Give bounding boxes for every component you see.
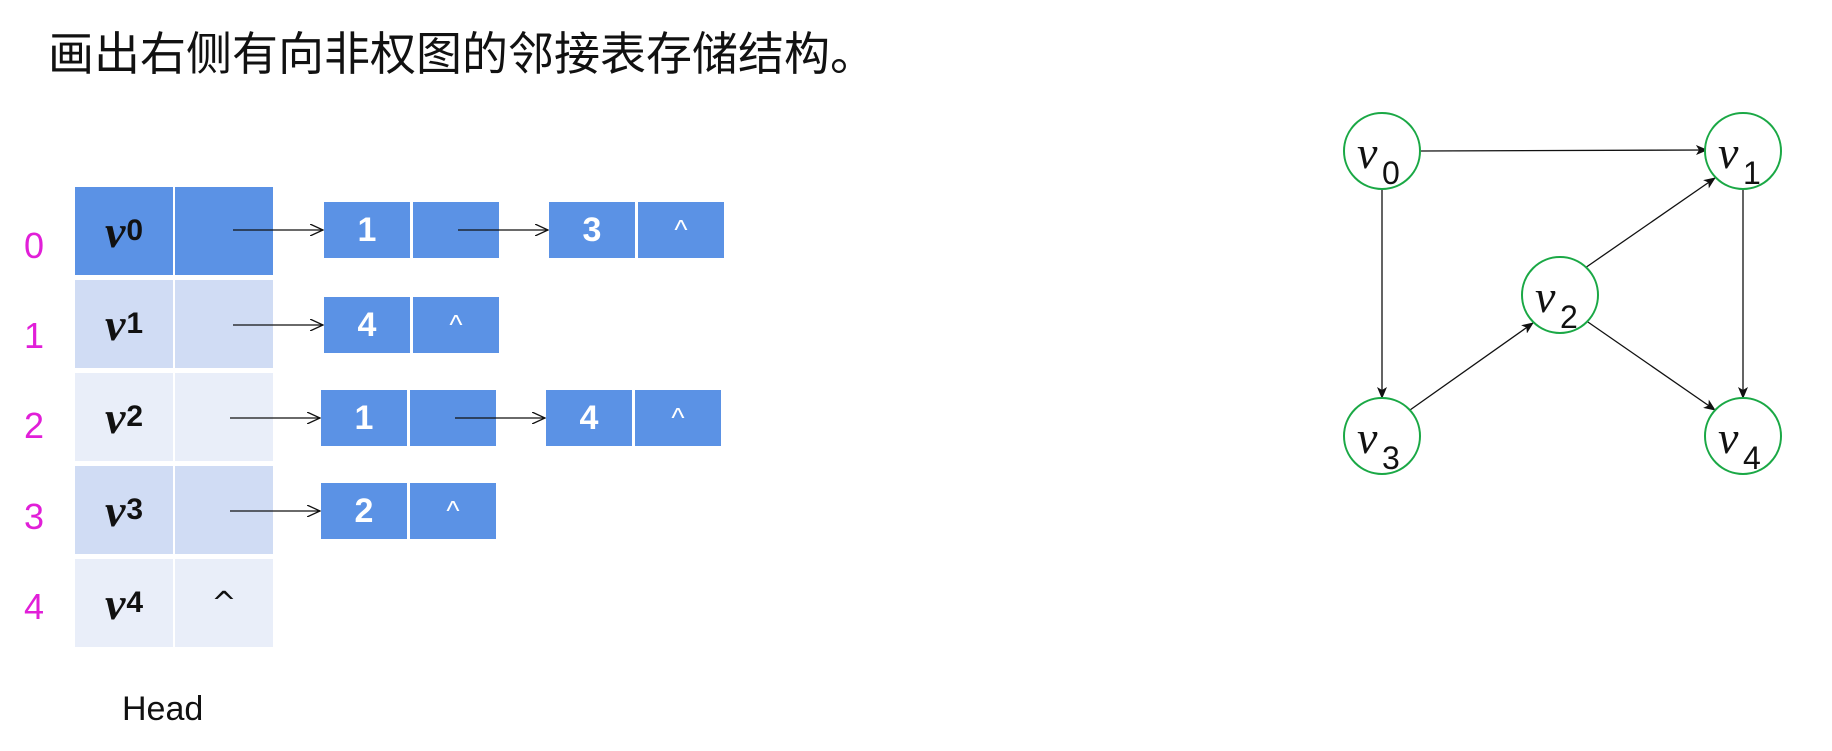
adj-node-2-0: 1 [321, 390, 407, 446]
edge-v2-v4 [1584, 319, 1716, 411]
svg-text:4: 4 [1743, 440, 1761, 476]
adj-node-2-1: 4 [546, 390, 632, 446]
adj-node-3-0-null: ^ [410, 483, 496, 539]
edge-v3-v2 [1409, 322, 1534, 411]
adj-node-1-0: 4 [324, 297, 410, 353]
head-pointer-0 [175, 187, 273, 275]
adj-node-0-1-null: ^ [638, 202, 724, 258]
svg-text:v: v [1718, 127, 1739, 178]
adj-node-0-0: 1 [324, 202, 410, 258]
edge-v0-v1 [1420, 145, 1708, 156]
index-label-1: 1 [23, 315, 45, 356]
page-title: 画出右侧有向非权图的邻接表存储结构。 [48, 27, 876, 81]
index-label-3: 3 [23, 496, 45, 537]
graph-vertex-v4: v 4 [1704, 397, 1782, 476]
svg-text:v: v [1357, 127, 1378, 178]
svg-text:v: v [1535, 271, 1556, 322]
adj-node-1-0-null: ^ [413, 297, 499, 353]
index-label-0: 0 [23, 225, 45, 266]
head-pointer-3 [175, 466, 273, 554]
head-pointer-1 [175, 280, 273, 368]
head-label: Head [122, 690, 204, 728]
edge-v2-v1 [1584, 177, 1716, 269]
svg-text:2: 2 [1560, 299, 1578, 335]
graph-vertex-v1: v 1 [1704, 112, 1782, 191]
head-pointer-4-null: ^ [175, 559, 273, 647]
svg-text:1: 1 [1743, 155, 1761, 191]
graph-edges [1377, 145, 1748, 411]
svg-text:v: v [1718, 412, 1739, 463]
adj-node-0-1: 3 [549, 202, 635, 258]
svg-text:3: 3 [1382, 440, 1400, 476]
graph-vertex-v2: v 2 [1521, 256, 1599, 335]
index-label-2: 2 [23, 405, 45, 446]
adj-node-3-0: 2 [321, 483, 407, 539]
svg-text:v: v [1357, 412, 1378, 463]
adj-node-2-1-null: ^ [635, 390, 721, 446]
graph-vertex-v0: v 0 [1343, 112, 1421, 191]
head-pointer-2 [175, 373, 273, 461]
graph-vertex-v3: v 3 [1343, 397, 1421, 476]
svg-text:0: 0 [1382, 155, 1400, 191]
index-label-4: 4 [23, 586, 45, 627]
